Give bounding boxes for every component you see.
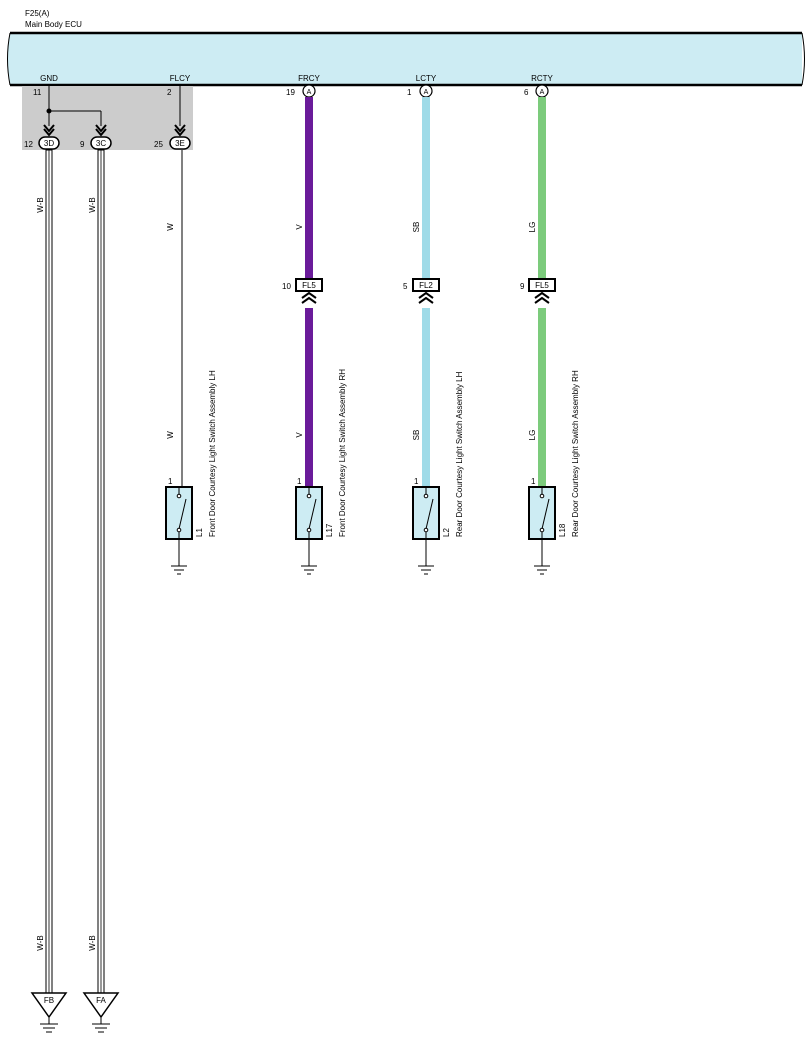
wire-frcy <box>305 97 313 488</box>
wire-rcty <box>538 97 546 488</box>
svg-text:Front Door Courtesy Light Swit: Front Door Courtesy Light Switch Assembl… <box>338 369 347 537</box>
junction-connector-3d: 12 3D <box>24 136 60 150</box>
wire-lcty <box>422 97 430 488</box>
svg-text:FA: FA <box>96 996 106 1005</box>
wire-gnd1 <box>45 149 53 994</box>
wire-label-lcty-top: SB <box>412 222 421 233</box>
svg-text:3C: 3C <box>96 139 106 148</box>
svg-text:9: 9 <box>80 140 85 149</box>
inline-connector-fl5-rcty: 9 FL5 <box>520 278 556 304</box>
svg-text:1: 1 <box>531 477 536 486</box>
ecu-body <box>7 31 805 87</box>
svg-text:FL5: FL5 <box>535 281 549 290</box>
pin-num-gnd: 11 <box>33 88 42 97</box>
switch-l2: 1 L2 Rear Door Courtesy Light Switch Ass… <box>412 371 464 575</box>
inline-connector-fl2-lcty: 5 FL2 <box>403 278 440 304</box>
svg-text:Front Door Courtesy Light Swit: Front Door Courtesy Light Switch Assembl… <box>208 370 217 537</box>
svg-text:3E: 3E <box>175 139 185 148</box>
ecu-name: Main Body ECU <box>25 20 82 29</box>
svg-text:L2: L2 <box>442 528 451 537</box>
gnd-internal-wiring <box>46 86 181 126</box>
wire-label-lcty-bottom: SB <box>412 430 421 441</box>
svg-text:A: A <box>540 89 545 96</box>
pin-name-lcty: LCTY <box>416 74 437 83</box>
wire-label-gnd1-bottom: W-B <box>36 935 45 950</box>
wire-label-gnd2-top: W-B <box>88 197 97 212</box>
pin-connector-rcty: A <box>535 84 549 98</box>
svg-text:L17: L17 <box>325 523 334 537</box>
svg-text:5: 5 <box>403 282 408 291</box>
svg-text:3D: 3D <box>44 139 54 148</box>
ecu-code: F25(A) <box>25 9 50 18</box>
switch-l18: 1 L18 Rear Door Courtesy Light Switch As… <box>528 370 580 575</box>
switch-l17: 1 L17 Front Door Courtesy Light Switch A… <box>295 369 347 575</box>
wire-label-flcy-bottom: W <box>166 431 175 439</box>
wire-gnd2 <box>97 149 105 994</box>
pin-num-rcty: 6 <box>524 88 529 97</box>
pin-num-frcy: 19 <box>286 88 295 97</box>
pin-name-flcy: FLCY <box>170 74 191 83</box>
wire-label-frcy-bottom: V <box>295 432 304 438</box>
svg-text:12: 12 <box>24 140 33 149</box>
pin-name-frcy: FRCY <box>298 74 320 83</box>
svg-text:9: 9 <box>520 282 525 291</box>
svg-text:Rear Door Courtesy Light Switc: Rear Door Courtesy Light Switch Assembly… <box>571 370 580 537</box>
inline-connector-fl5-frcy: 10 FL5 <box>282 278 323 304</box>
svg-text:FL2: FL2 <box>419 281 433 290</box>
wire-label-flcy-top: W <box>166 223 175 231</box>
ground-point-fb: FB <box>30 992 68 1033</box>
junction-connector-3c: 9 3C <box>80 136 112 150</box>
switch-l1: 1 L1 Front Door Courtesy Light Switch As… <box>165 370 217 575</box>
junction-arrows <box>43 124 186 137</box>
svg-text:1: 1 <box>414 477 419 486</box>
pin-name-gnd: GND <box>40 74 58 83</box>
wire-label-frcy-top: V <box>295 224 304 230</box>
junction-connector-3e: 25 3E <box>154 136 191 150</box>
pin-connector-lcty: A <box>419 84 433 98</box>
pin-num-flcy: 2 <box>167 88 172 97</box>
svg-text:A: A <box>424 89 429 96</box>
svg-text:1: 1 <box>168 477 173 486</box>
pin-num-lcty: 1 <box>407 88 412 97</box>
svg-text:FL5: FL5 <box>302 281 316 290</box>
wire-label-rcty-bottom: LG <box>528 430 537 441</box>
wire-label-rcty-top: LG <box>528 222 537 233</box>
svg-text:10: 10 <box>282 282 291 291</box>
wire-label-gnd1-top: W-B <box>36 197 45 212</box>
svg-text:A: A <box>307 89 312 96</box>
svg-text:1: 1 <box>297 477 302 486</box>
svg-text:FB: FB <box>44 996 54 1005</box>
ground-point-fa: FA <box>82 992 120 1033</box>
pin-name-rcty: RCTY <box>531 74 553 83</box>
svg-text:L1: L1 <box>195 528 204 537</box>
wire-label-gnd2-bottom: W-B <box>88 935 97 950</box>
svg-text:Rear Door Courtesy Light Switc: Rear Door Courtesy Light Switch Assembly… <box>455 371 464 537</box>
svg-text:25: 25 <box>154 140 163 149</box>
pin-connector-frcy: A <box>302 84 316 98</box>
svg-text:L18: L18 <box>558 523 567 537</box>
